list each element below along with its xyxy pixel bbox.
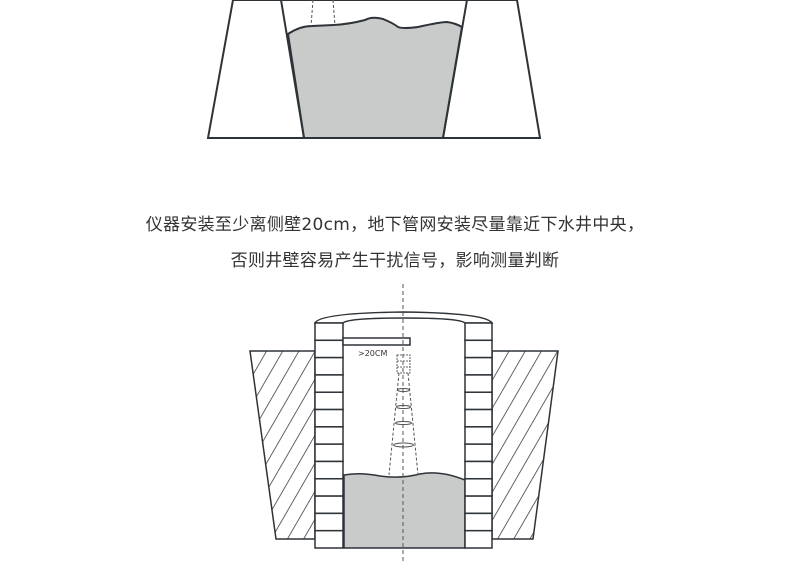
brick — [314, 374, 344, 393]
beam-line — [332, 0, 336, 27]
brick — [314, 356, 344, 376]
mounting-bracket — [342, 337, 411, 346]
brick — [314, 391, 344, 411]
brick — [464, 478, 493, 497]
brick — [314, 495, 344, 515]
brick-wall-right — [464, 322, 493, 549]
inner-wall-right — [442, 0, 468, 139]
brick — [464, 443, 493, 463]
brick — [464, 374, 493, 393]
brick — [464, 408, 493, 428]
ground-left — [249, 350, 316, 540]
brick — [464, 529, 493, 549]
brick — [314, 460, 344, 480]
brick — [314, 339, 344, 359]
brick — [314, 529, 344, 549]
brick — [314, 512, 344, 532]
brick — [464, 512, 493, 532]
brick — [314, 478, 344, 497]
brick — [314, 426, 344, 445]
caption-line-1: 仪器安装至少离侧壁20cm，地下管网安装尽量靠近下水井中央， — [145, 215, 645, 235]
inner-wall-left — [280, 0, 305, 139]
distance-label: >20CM — [358, 349, 387, 358]
caption-line-2: 否则井壁容易产生干扰信号，影响测量判断 — [230, 251, 560, 271]
brick — [464, 356, 493, 376]
brick — [314, 443, 344, 463]
liquid — [343, 472, 466, 549]
brick — [464, 322, 493, 342]
ground-right — [491, 350, 559, 540]
brick — [464, 391, 493, 411]
brick — [314, 322, 344, 342]
brick — [314, 408, 344, 428]
brick-wall-left — [314, 322, 344, 549]
brick — [464, 339, 493, 359]
brick — [464, 495, 493, 515]
beam-line — [310, 0, 314, 27]
brick — [464, 460, 493, 480]
brick — [464, 426, 493, 445]
